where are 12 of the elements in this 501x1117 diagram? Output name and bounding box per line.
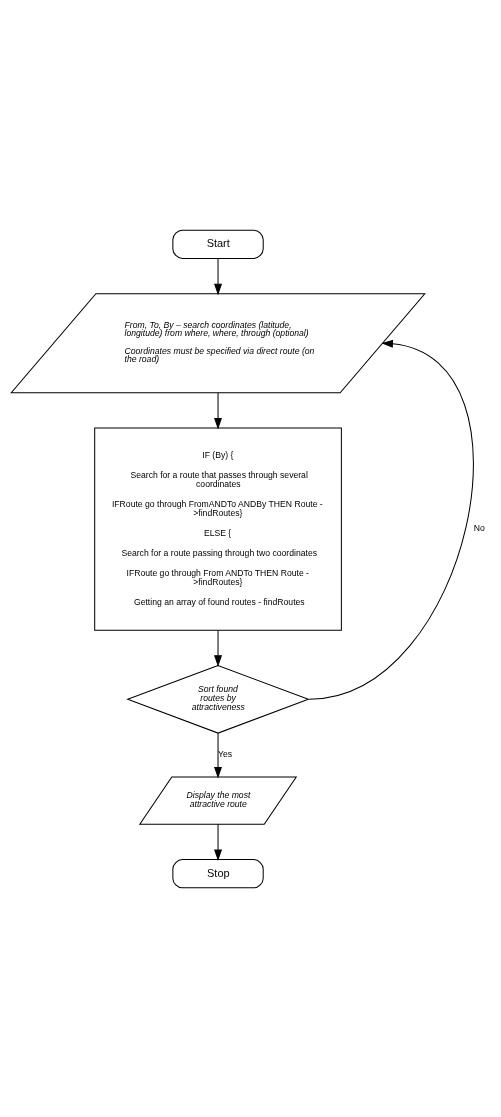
edge-label: Yes [218, 748, 233, 759]
node-box: IF (By) { Search for a route that passes through several coordinates IFRoute go through FromANDTo ANDBy THEN Route - >findRoutes} ELSE { Search for a route passing through two coordinates IFRoute go through From ANDTo THEN Route - >findRoutes} Getting an array of found routes - findRoutes [94, 427, 342, 631]
node-diamond: Sort found routes by attractiveness [126, 664, 310, 734]
arrow [214, 823, 223, 861]
arrow [214, 732, 223, 778]
arrow [214, 629, 223, 667]
node-box: Stop [172, 858, 264, 888]
arrow [214, 257, 223, 295]
node-box: Start [172, 229, 264, 259]
edge-label: No [473, 522, 485, 533]
arrow [214, 391, 223, 429]
arrow [308, 339, 474, 700]
